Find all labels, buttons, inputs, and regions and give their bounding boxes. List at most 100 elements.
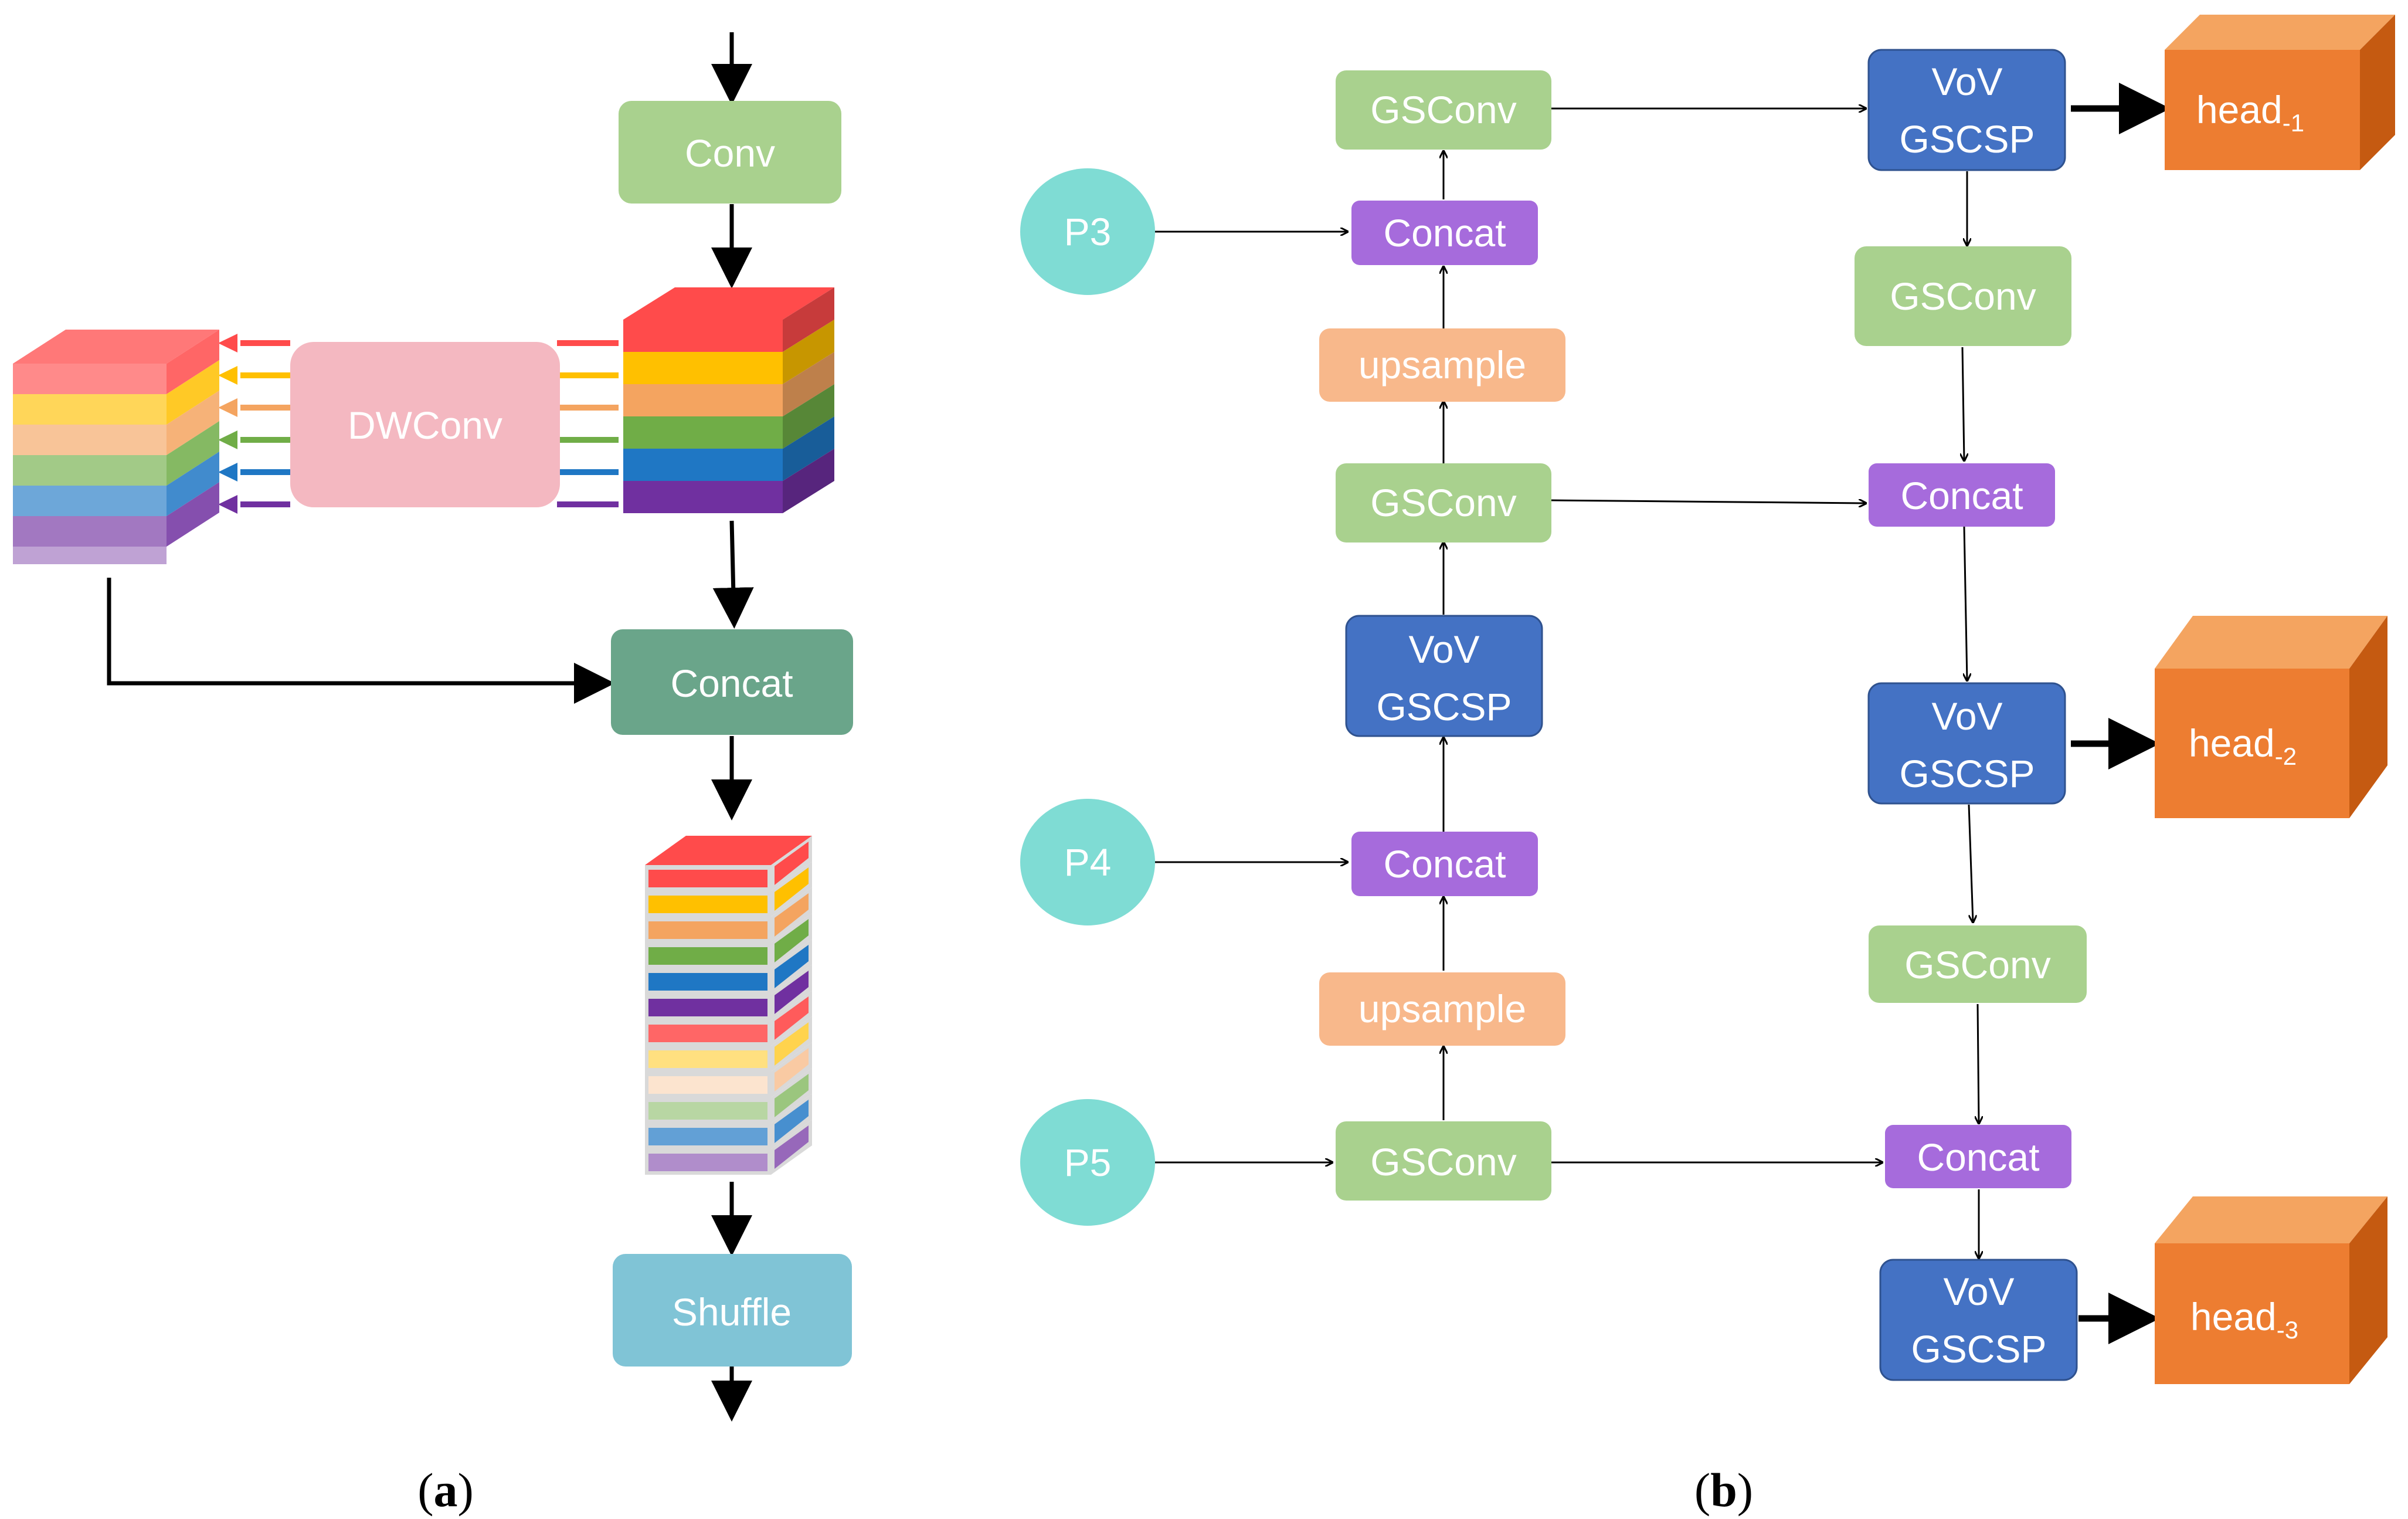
left-block-layer-front: [13, 516, 167, 547]
stack-layer-side: [775, 1074, 809, 1117]
right-block-layer-side: [783, 352, 834, 416]
stack-layer-side: [775, 1125, 809, 1169]
left-block-layer-side: [167, 421, 219, 486]
stack-layer-side: [775, 842, 809, 885]
stack-layer-front: [648, 921, 767, 939]
concat-label-r1: Concat: [1900, 474, 2023, 517]
stack-layer-side: [775, 919, 809, 962]
arrow-gsR1-concatR1: [1962, 347, 1964, 460]
left-block-layer-side: [167, 391, 219, 455]
right-block-top-face: [623, 287, 834, 320]
stack-layer-side: [775, 971, 809, 1014]
channel-arrowhead: [218, 366, 237, 385]
left-block-top-face: [13, 330, 219, 364]
vov-left-line1: VoV: [1408, 628, 1479, 671]
right-block-layer-side: [783, 320, 834, 384]
stack-layer-front: [648, 1154, 767, 1171]
upsample-box-1: [1319, 328, 1565, 402]
channel-arrowhead: [218, 430, 237, 449]
vov-box-left: [1345, 615, 1543, 737]
head-cube-2: head-2: [2155, 616, 2387, 818]
dwconv-label: DWConv: [348, 404, 502, 447]
vov-r1-line2: GSCSP: [1899, 117, 2035, 161]
stack-layer-front: [648, 1050, 767, 1068]
left-block-extra-layer: [13, 547, 167, 564]
panel-b: P3 P4 P5 GSConv Concat upsample GSConv V…: [1020, 15, 2395, 1517]
gsconv-label-p5: GSConv: [1370, 1140, 1516, 1184]
left-block-layer-side: [167, 330, 219, 394]
vov-box-right-1: [1867, 49, 2066, 171]
right-block-layer-front: [623, 416, 783, 449]
vov-r1-line1: VoV: [1931, 60, 2002, 103]
feature-block-left: [13, 330, 219, 564]
stack-layer-front: [648, 973, 767, 991]
left-block-layer-front: [13, 394, 167, 425]
right-block-layer-side: [783, 416, 834, 481]
gsconv-box-r2: [1869, 925, 2087, 1003]
right-block-layer-front: [623, 352, 783, 384]
arrow-block-concat: [712, 520, 754, 629]
stack-layer-front: [648, 1076, 767, 1094]
input-p3: [1020, 168, 1155, 295]
channel-arrowhead: [218, 495, 237, 514]
stack-layer-side: [775, 1048, 809, 1091]
gsconv-box-mid: [1336, 463, 1551, 542]
stack-layer-front: [648, 1128, 767, 1145]
arrow-gsR2-concatR2: [1978, 1003, 1979, 1123]
input-p4-label: P4: [1064, 840, 1112, 884]
head-cube-3: head-3: [2155, 1196, 2387, 1384]
right-block-layer-side: [783, 287, 834, 352]
arrow-gs2-concatR1: [1550, 500, 1866, 503]
panel-a: Conv DWConv Concat Shuffle (a): [13, 32, 853, 1517]
shuffled-stack: [645, 836, 812, 1175]
concat-box-a: [611, 629, 853, 735]
gsconv-label-r2: GSConv: [1904, 943, 2050, 986]
vov-r2-line2: GSCSP: [1899, 752, 2035, 795]
stack-layer-front: [648, 1025, 767, 1042]
head-cube-1: head-1: [2165, 15, 2395, 170]
arrow-dw-concat: [107, 578, 615, 704]
gsconv-box-top: [1336, 70, 1551, 150]
input-p5-label: P5: [1064, 1141, 1112, 1184]
vov-r2-line1: VoV: [1931, 694, 2002, 738]
stack-layer-front: [648, 1102, 767, 1120]
right-block-layer-side: [783, 449, 834, 513]
stack-layer-side: [775, 893, 809, 937]
right-block-layer-front: [623, 481, 783, 513]
vov-box-right-2: [1867, 682, 2066, 805]
stack-layer-side: [775, 867, 809, 911]
channel-arrowhead: [218, 398, 237, 417]
concat-box-p4: [1351, 832, 1538, 896]
gsconv-box-p5: [1336, 1121, 1551, 1201]
conv-label: Conv: [685, 131, 775, 175]
channel-arrowhead: [218, 463, 237, 482]
right-block-layer-front: [623, 449, 783, 481]
left-block-layer-front: [13, 486, 167, 516]
vov-r3-line1: VoV: [1943, 1270, 2014, 1313]
stack-layer-side: [775, 1022, 809, 1066]
conv-box: [619, 101, 841, 204]
input-p5: [1020, 1099, 1155, 1226]
concat-box-p3: [1351, 201, 1538, 265]
head-label-2: head-2: [2189, 721, 2297, 770]
channel-arrows: [218, 334, 619, 514]
vov-r3-line2: GSCSP: [1911, 1327, 2046, 1371]
shuffle-box: [613, 1254, 852, 1367]
stack-layer-side: [775, 1100, 809, 1143]
concat-label-a: Concat: [670, 662, 793, 705]
upsample-box-2: [1319, 972, 1565, 1046]
head-label-1: head-1: [2196, 88, 2304, 137]
input-p4: [1020, 799, 1155, 925]
gsconv-label-mid: GSConv: [1370, 481, 1516, 524]
stack-layer-side: [775, 945, 809, 988]
upsample-label-2: upsample: [1358, 987, 1526, 1030]
concat-box-r1: [1869, 463, 2055, 527]
stack-top-face: [645, 836, 812, 865]
stack-layer-side: [775, 996, 809, 1040]
upsample-label-1: upsample: [1358, 343, 1526, 386]
shuffle-label: Shuffle: [672, 1290, 792, 1334]
right-block-layer-front: [623, 384, 783, 416]
caption-a: (a): [417, 1463, 474, 1517]
gsconv-label-r1: GSConv: [1890, 274, 2036, 318]
